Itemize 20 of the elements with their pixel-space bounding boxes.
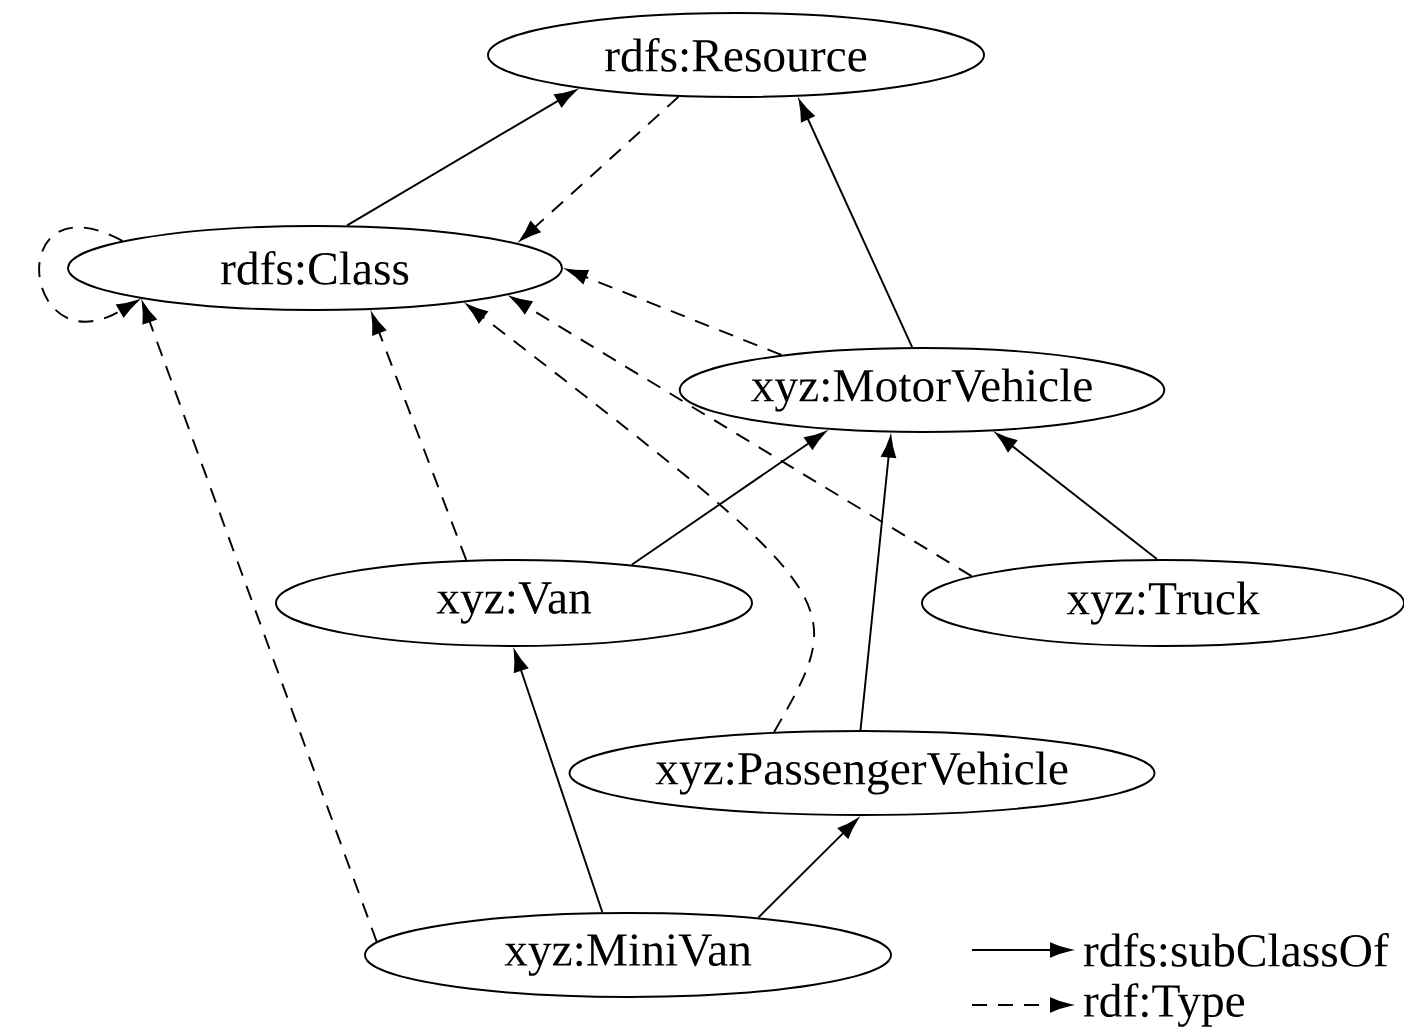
arrow: [510, 296, 973, 578]
arrow: [859, 436, 896, 731]
ellipse-node: xyz:MiniVan: [364, 912, 892, 998]
arrow: [798, 99, 914, 349]
loop-arrow: [38, 226, 139, 323]
ellipse-node: xyz:MotorVehicle: [678, 347, 1166, 433]
arrow: [466, 304, 815, 733]
arrow: [371, 313, 468, 561]
ellipse-node: xyz:Van: [275, 559, 753, 647]
ellipse-node: xyz:PassengerVehicle: [568, 730, 1156, 816]
legend-label: rdfs:subClassOf: [1083, 932, 1389, 968]
arrow: [757, 818, 859, 919]
arrow: [346, 89, 577, 227]
arrow: [630, 431, 826, 566]
ellipse-node: rdfs:Resource: [487, 12, 985, 98]
arrow: [566, 268, 783, 356]
legend-label: rdf:Type: [1083, 983, 1245, 1027]
ellipse-node: rdfs:Class: [67, 225, 563, 311]
arrow: [995, 432, 1158, 560]
arrow: [519, 95, 680, 241]
